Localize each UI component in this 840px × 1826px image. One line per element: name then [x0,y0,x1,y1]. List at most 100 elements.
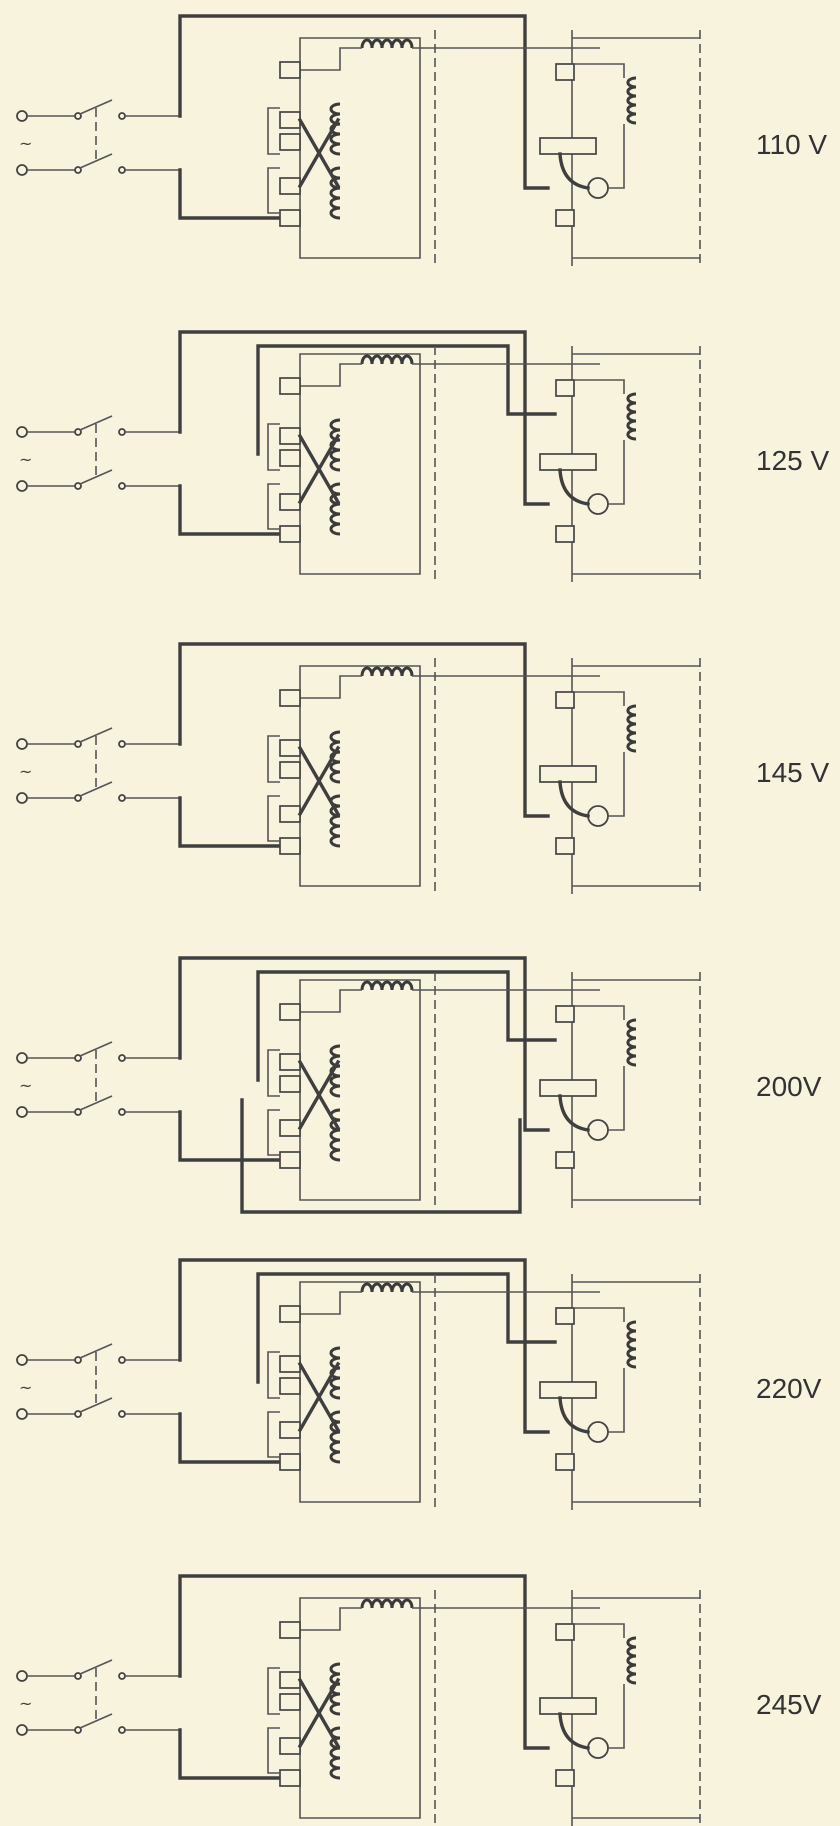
switch-pivot [74,1108,82,1116]
coil-lead [285,47,600,71]
main-wire-top [178,956,550,1132]
voltage-label: 245V [756,1689,822,1720]
voltage-label: 200V [756,1071,822,1102]
terminal-block [279,1355,301,1373]
switch-pivot [74,482,82,490]
switch-contact [118,482,126,490]
terminal-block [279,1377,301,1395]
cross-link [297,1361,341,1433]
return-wire [240,1098,522,1214]
selector-coil [626,392,637,441]
supply-symbol: ~ [19,450,32,469]
selector-coil [626,1320,637,1369]
switch-pivot [74,166,82,174]
selector-contact [587,493,609,515]
switch-contact [118,794,126,802]
terminal-block [279,761,301,779]
switch-pivot [74,740,82,748]
switch-contact [118,1726,126,1734]
selector-frame [572,979,700,1201]
switch-pivot [74,1672,82,1680]
tap-wire [256,1272,557,1384]
selector-coil [626,704,637,753]
supply-symbol: ~ [19,762,32,781]
tap-wire [256,344,557,456]
selector-arm [558,468,590,506]
supply-terminal [16,1106,28,1118]
main-wire-top [178,1574,550,1750]
terminal-block [279,1075,301,1093]
primary-coil [360,38,414,49]
selector-arm [558,1712,590,1750]
cross-link [297,433,341,505]
selector-terminal [555,63,575,81]
switch-blade [79,153,113,169]
switch-pivot [74,112,82,120]
switch-blade [79,727,113,743]
terminal-block [279,1671,301,1689]
selector-lead [574,1307,625,1433]
primary-coil [360,980,414,991]
selector-terminal [555,1769,575,1787]
main-wire-bottom [178,1728,287,1780]
terminal-block [279,525,301,543]
selector-contact [587,1119,609,1141]
switch-blade [79,415,113,431]
circuit-panel: ~200V [16,956,822,1214]
primary-coil [360,1598,414,1609]
selector-lead [574,1005,625,1131]
selector-contact [587,1421,609,1443]
terminal-block [279,1151,301,1169]
selector-lead [574,1623,625,1749]
terminal-block [279,111,301,129]
selector-slider [539,453,597,471]
terminal-bracket [267,1351,280,1458]
switch-pivot [74,1054,82,1062]
cross-link [297,745,341,817]
switch-pivot [74,794,82,802]
terminal-block [279,209,301,227]
main-wire-bottom [178,1110,287,1162]
switch-blade [79,1095,113,1111]
supply-terminal [16,1724,28,1736]
coil-lead [285,675,600,699]
terminal-block [279,1737,301,1755]
selector-slider [539,1079,597,1097]
terminal-block [279,1305,301,1323]
terminal-block [279,805,301,823]
primary-coil [360,666,414,677]
supply-terminal [16,110,28,122]
supply-terminal [16,480,28,492]
terminal-block [279,1421,301,1439]
terminal-block [279,1621,301,1639]
coil-lead [285,363,600,387]
switch-contact [118,166,126,174]
selector-terminal [555,379,575,397]
terminal-block [279,1053,301,1071]
switch-contact [118,1672,126,1680]
switch-blade [79,469,113,485]
terminal-block [279,689,301,707]
terminal-block [279,1693,301,1711]
voltage-label: 220V [756,1373,822,1404]
selector-arm [558,1396,590,1434]
switch-contact [118,740,126,748]
switch-blade [79,1713,113,1729]
switch-blade [79,99,113,115]
switch-contact [118,1356,126,1364]
selector-terminal [555,1453,575,1471]
main-wire-bottom [178,1412,287,1464]
selector-terminal [555,525,575,543]
terminal-block [279,427,301,445]
circuit-panel: ~220V [16,1258,822,1510]
selector-contact [587,1737,609,1759]
switch-contact [118,112,126,120]
terminal-block [279,837,301,855]
switch-blade [79,1659,113,1675]
terminal-bracket [267,423,280,530]
main-wire-bottom [178,484,287,536]
selector-contact [587,177,609,199]
coil-lead [285,1607,600,1631]
supply-terminal [16,738,28,750]
